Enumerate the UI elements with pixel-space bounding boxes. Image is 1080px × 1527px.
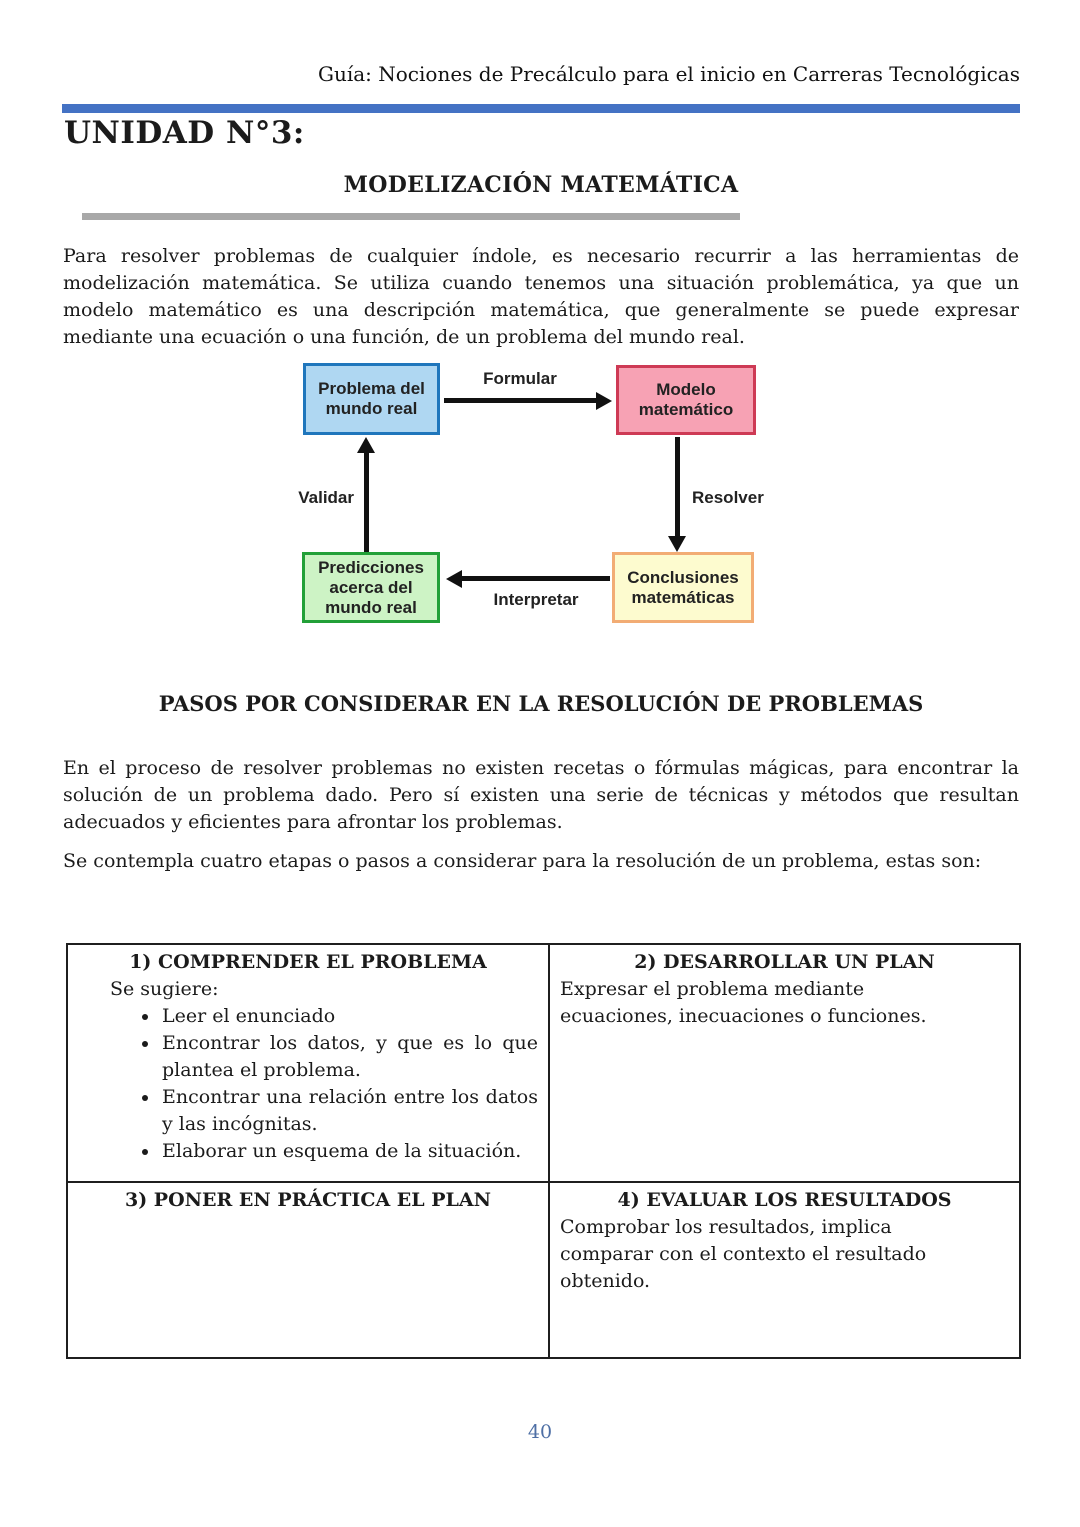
validar-arrowhead-up-icon — [357, 437, 375, 453]
page-number: 40 — [527, 1421, 553, 1443]
modeling-cycle-diagram: Problema del mundo real Modelo matemátic… — [0, 358, 1080, 638]
page-header-title: Guía: Nociones de Precálculo para el ini… — [317, 62, 1020, 86]
unit-title: UNIDAD N°3: — [64, 115, 305, 151]
cell-title: 2) DESARROLLAR UN PLAN — [634, 951, 935, 973]
list-item: Elaborar un esquema de la situación. — [160, 1138, 538, 1165]
cell-title: 3) PONER EN PRÁCTICA EL PLAN — [124, 1189, 492, 1211]
formular-arrow-shaft — [444, 398, 596, 403]
cell-title: 4) EVALUAR LOS RESULTADOS — [617, 1189, 952, 1211]
diagram-box-conclusiones-matematicas: Conclusiones matemáticas — [612, 552, 754, 623]
suggestions-list: Leer el enunciado Encontrar los datos, y… — [134, 1003, 538, 1165]
diagram-box-problema-mundo-real: Problema del mundo real — [303, 363, 440, 435]
cell-title: 1) COMPRENDER EL PROBLEMA — [129, 951, 487, 973]
table-cell-evaluar-los-resultados: 4) EVALUAR LOS RESULTADOS Comprobar los … — [548, 1181, 1019, 1357]
validar-arrow-shaft — [364, 453, 369, 552]
resolver-arrow-shaft — [675, 437, 680, 536]
interpretar-arrow-shaft — [462, 576, 610, 581]
resolver-arrow-label: Resolver — [692, 488, 764, 507]
cell-subtitle: Se sugiere: — [110, 978, 219, 1000]
interpretar-arrowhead-left-icon — [446, 570, 462, 588]
header-accent-rule — [62, 104, 1020, 113]
list-item: Encontrar los datos, y que es lo que pla… — [160, 1030, 538, 1084]
list-item: Leer el enunciado — [160, 1003, 538, 1030]
formular-arrow-label: Formular — [483, 369, 557, 388]
cell-body: Expresar el problema mediante ecuaciones… — [560, 978, 927, 1027]
steps-paragraph-2: Se contempla cuatro etapas o pasos a con… — [63, 850, 982, 872]
cell-body: Comprobar los resultados, implica compar… — [560, 1216, 927, 1292]
steps-section-heading: PASOS POR CONSIDERAR EN LA RESOLUCIÓN DE… — [158, 691, 924, 716]
steps-paragraph-1: En el proceso de resolver problemas no e… — [63, 757, 1019, 833]
interpretar-arrow-label: Interpretar — [493, 590, 579, 609]
table-cell-comprender-el-problema: 1) COMPRENDER EL PROBLEMA Se sugiere: Le… — [68, 945, 548, 1181]
section-title: MODELIZACIÓN MATEMÁTICA — [343, 172, 739, 198]
section-title-rule — [82, 213, 740, 220]
resolver-arrowhead-down-icon — [668, 536, 686, 552]
diagram-box-modelo-matematico: Modelo matemático — [616, 365, 756, 435]
validar-arrow-label: Validar — [298, 488, 354, 507]
list-item: Encontrar una relación entre los datos y… — [160, 1084, 538, 1138]
intro-paragraph: Para resolver problemas de cualquier índ… — [63, 245, 1019, 348]
diagram-box-predicciones-mundo-real: Predicciones acerca del mundo real — [302, 552, 440, 623]
problem-solving-steps-table: 1) COMPRENDER EL PROBLEMA Se sugiere: Le… — [66, 943, 1021, 1359]
table-cell-desarrollar-un-plan: 2) DESARROLLAR UN PLAN Expresar el probl… — [548, 945, 1019, 1181]
table-cell-poner-en-practica-el-plan: 3) PONER EN PRÁCTICA EL PLAN — [68, 1181, 548, 1357]
formular-arrowhead-right-icon — [596, 392, 612, 410]
